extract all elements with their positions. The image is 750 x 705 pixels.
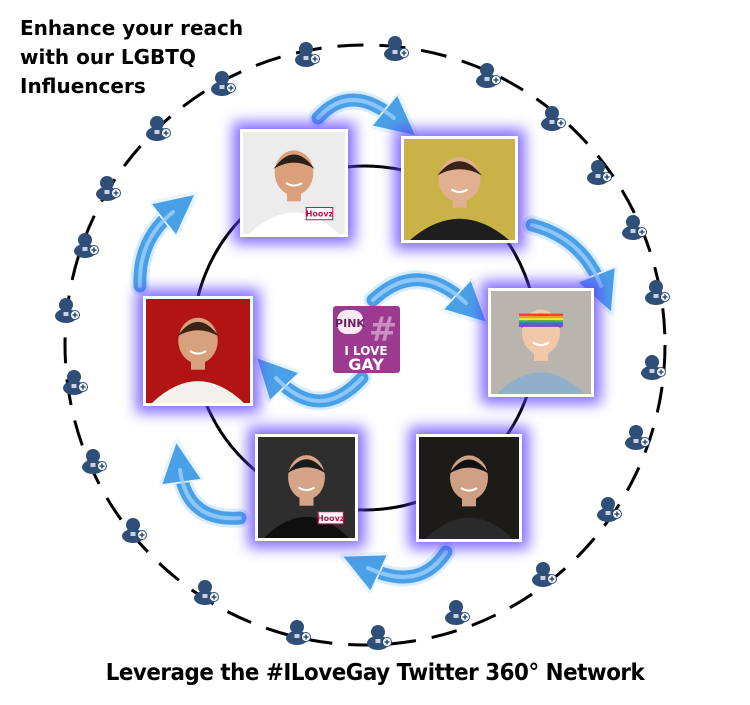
user-plus-icon [445,600,470,625]
user-plus-icon [286,620,311,645]
user-plus-icon [146,116,171,141]
user-plus-icon [367,625,392,650]
curved-arrow-icon [368,542,456,577]
curved-arrow-icon [308,90,394,118]
logo-top-word: PINK [335,317,365,330]
user-plus-icon [295,42,320,67]
flow-arrows [130,90,601,577]
headline-line-1: Enhance your reach [20,16,244,40]
curved-arrow-icon [363,270,466,303]
user-plus-icon [82,449,107,474]
badge-text: Hoovz [317,514,345,523]
user-plus-icon [625,425,650,450]
headline-line-2: with our LGBTQ [20,45,196,69]
logo-line-2: GAY [348,355,384,374]
influencer-top-right [394,129,525,250]
user-plus-icon [63,370,88,395]
logo-line-1: I LOVE [344,344,387,358]
user-plus-icon [211,71,236,96]
logo-hash-mark: # [369,310,398,350]
curved-arrow-icon [180,470,250,528]
user-plus-icon [122,518,147,543]
user-plus-icon [641,355,666,380]
headline-line-3: Influencers [20,74,146,98]
center-logo: PINK # I LOVE GAY [333,306,400,374]
user-plus-icon [645,280,670,305]
user-plus-icon [74,233,99,258]
user-plus-icon [541,106,566,131]
outer-network-ring [63,43,667,647]
user-plus-icon [622,215,647,240]
user-plus-icon [597,497,622,522]
influencer-left [136,289,260,413]
curved-arrow-icon [130,212,173,296]
influencer-bottom-left: Hoovz [248,427,365,548]
badge-text: Hoovz [306,210,334,219]
user-plus-icon [476,63,501,88]
curved-arrow-icon [276,378,372,411]
follower-icons [55,36,670,650]
influencer-bottom-right [409,427,529,549]
influencer-top-left: Hoovz [233,122,355,244]
user-plus-icon [532,562,557,587]
headline: Enhance your reach with our LGBTQ Influe… [20,14,280,101]
user-plus-icon [55,298,80,323]
user-plus-icon [194,580,219,605]
footer-caption: Leverage the #ILoveGay Twitter 360° Netw… [105,660,645,686]
user-plus-icon [384,36,409,61]
curved-arrow-icon [522,215,601,286]
user-plus-icon [587,160,612,185]
user-plus-icon [96,176,121,201]
influencer-right [481,281,601,404]
